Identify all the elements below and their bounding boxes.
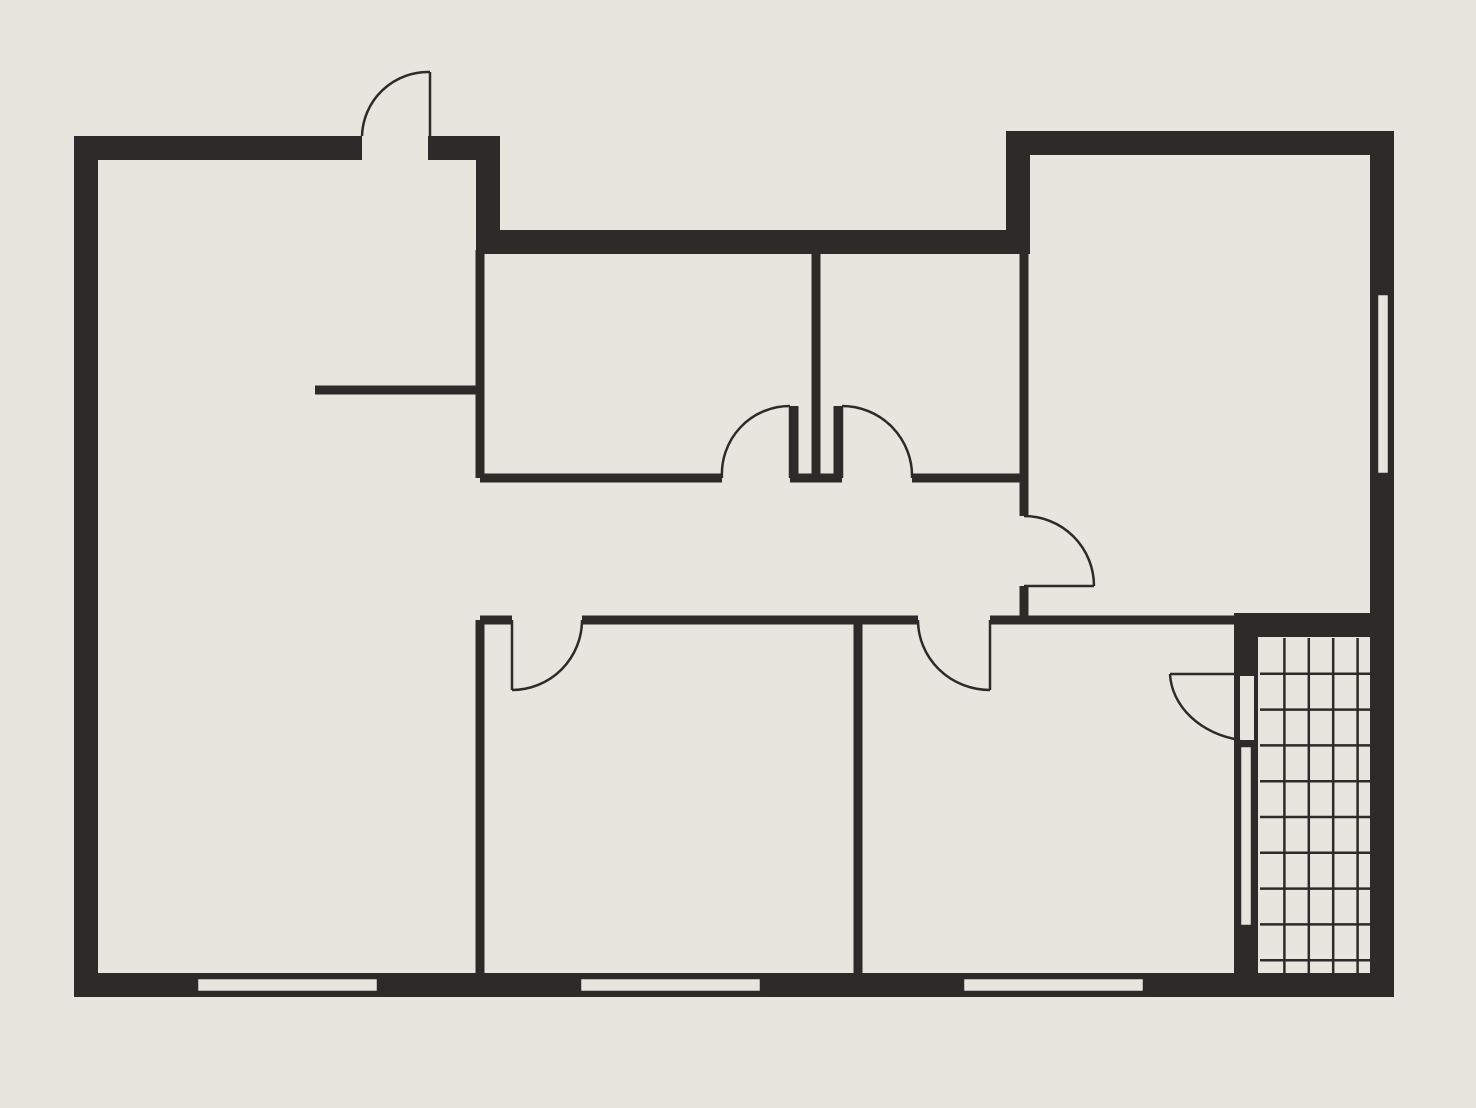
doors-layer	[360, 70, 1256, 742]
storage-door	[840, 404, 914, 484]
window-bathroom	[1238, 744, 1254, 928]
door-swing-arc	[1023, 514, 1096, 587]
closet	[486, 254, 812, 474]
door-opening	[362, 134, 428, 162]
bedroom-east-door	[1018, 514, 1096, 588]
door-opening	[724, 472, 788, 484]
door-swing-arc	[1168, 673, 1241, 742]
bedroom-southwest	[486, 626, 854, 973]
interior-walls-layer	[315, 250, 1382, 985]
bedroom-east	[1028, 156, 1370, 616]
outer-wall-north-middle	[476, 131, 1030, 254]
door-swing-arc	[511, 619, 584, 692]
door-swing-arc	[720, 404, 791, 479]
door-opening	[920, 614, 988, 626]
door-opening	[1240, 676, 1254, 740]
door-swing-arc	[360, 70, 431, 137]
window-bedroom-east	[1375, 292, 1391, 476]
bedroom-southeast-door	[916, 614, 992, 692]
outer-wall-north-living-right	[418, 136, 500, 254]
window-bedroom-southeast	[961, 976, 1146, 994]
living-room	[98, 160, 476, 973]
storage	[820, 254, 1020, 474]
door-opening	[1018, 518, 1030, 584]
rooms-layer	[98, 156, 1382, 985]
door-swing-arc	[916, 619, 991, 692]
entrance-door	[360, 70, 432, 162]
closet-door	[720, 404, 792, 484]
window-bedroom-southwest	[578, 976, 763, 994]
window-living-south	[195, 976, 380, 994]
bedroom-southwest-door	[510, 614, 584, 692]
bathroom-tiles	[1260, 638, 1382, 996]
bathroom-door	[1168, 672, 1256, 742]
bedroom-southeast	[862, 626, 1242, 973]
windows-layer	[195, 292, 1391, 994]
bathroom	[1258, 637, 1382, 985]
door-opening	[844, 472, 910, 484]
door-swing-arc	[841, 404, 914, 479]
hallway	[486, 482, 1020, 616]
door-opening	[514, 614, 580, 626]
